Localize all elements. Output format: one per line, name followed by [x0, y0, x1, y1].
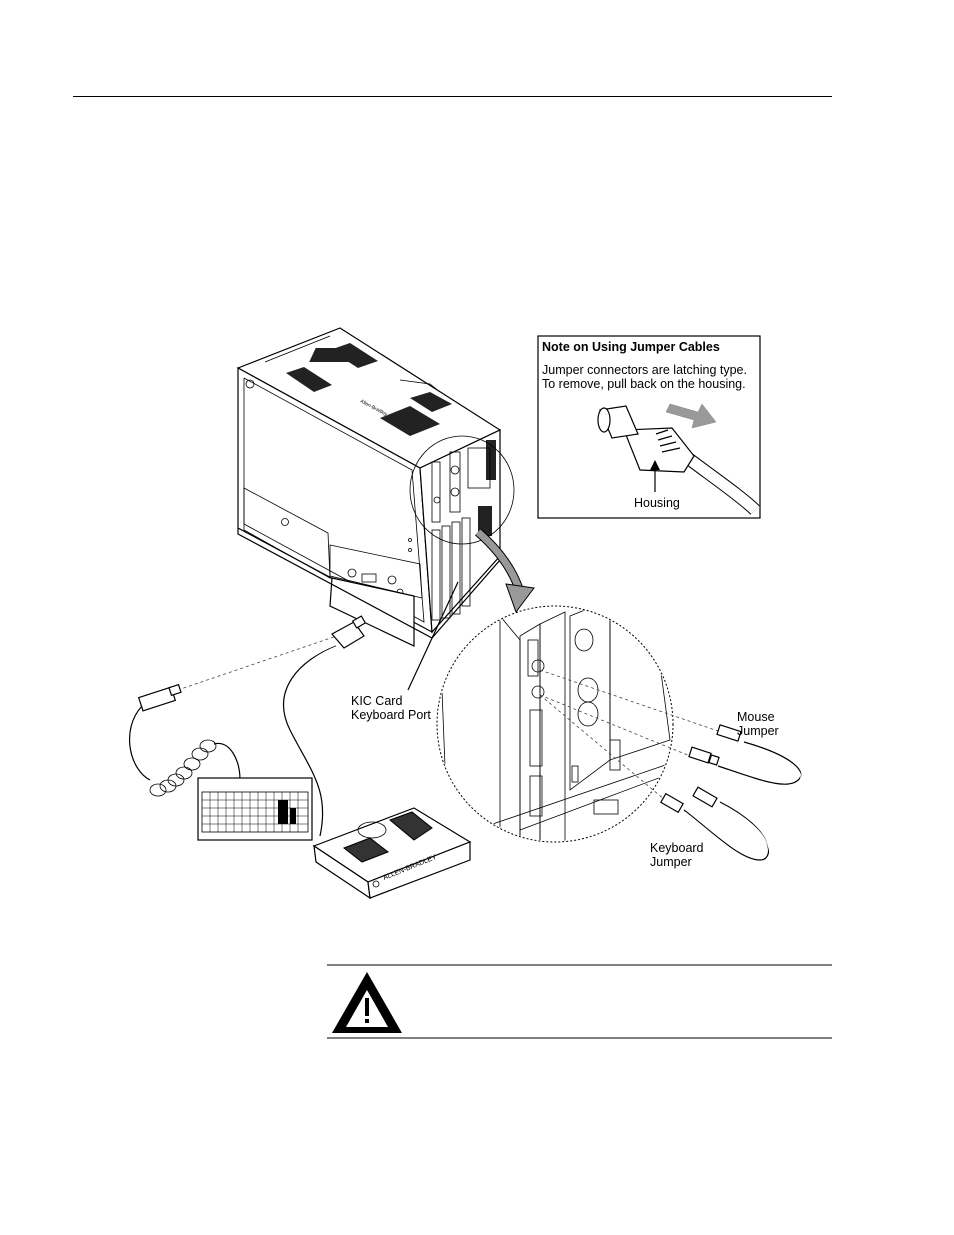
housing-label: Housing [634, 496, 680, 510]
warning-triangle-icon [332, 972, 402, 1033]
keyboard [130, 628, 360, 840]
keyboard-jumper-label-2: Jumper [650, 855, 692, 869]
industrial-computer: Allen-Bradley [238, 328, 514, 646]
mouse-jumper-label-1: Mouse [737, 710, 775, 724]
keyboard-port-label: Keyboard Port [351, 708, 431, 722]
jumper-note-box: Note on Using Jumper Cables Jumper conne… [538, 336, 760, 518]
mouse-jumper-label-2: Jumper [737, 724, 779, 738]
warning-block [327, 965, 832, 1038]
kic-card-label: KIC Card [351, 694, 402, 708]
note-line-2: To remove, pull back on the housing. [542, 377, 746, 391]
note-title: Note on Using Jumper Cables [542, 340, 720, 354]
keyboard-jumper-label-1: Keyboard [650, 841, 704, 855]
note-line-1: Jumper connectors are latching type. [542, 363, 747, 377]
